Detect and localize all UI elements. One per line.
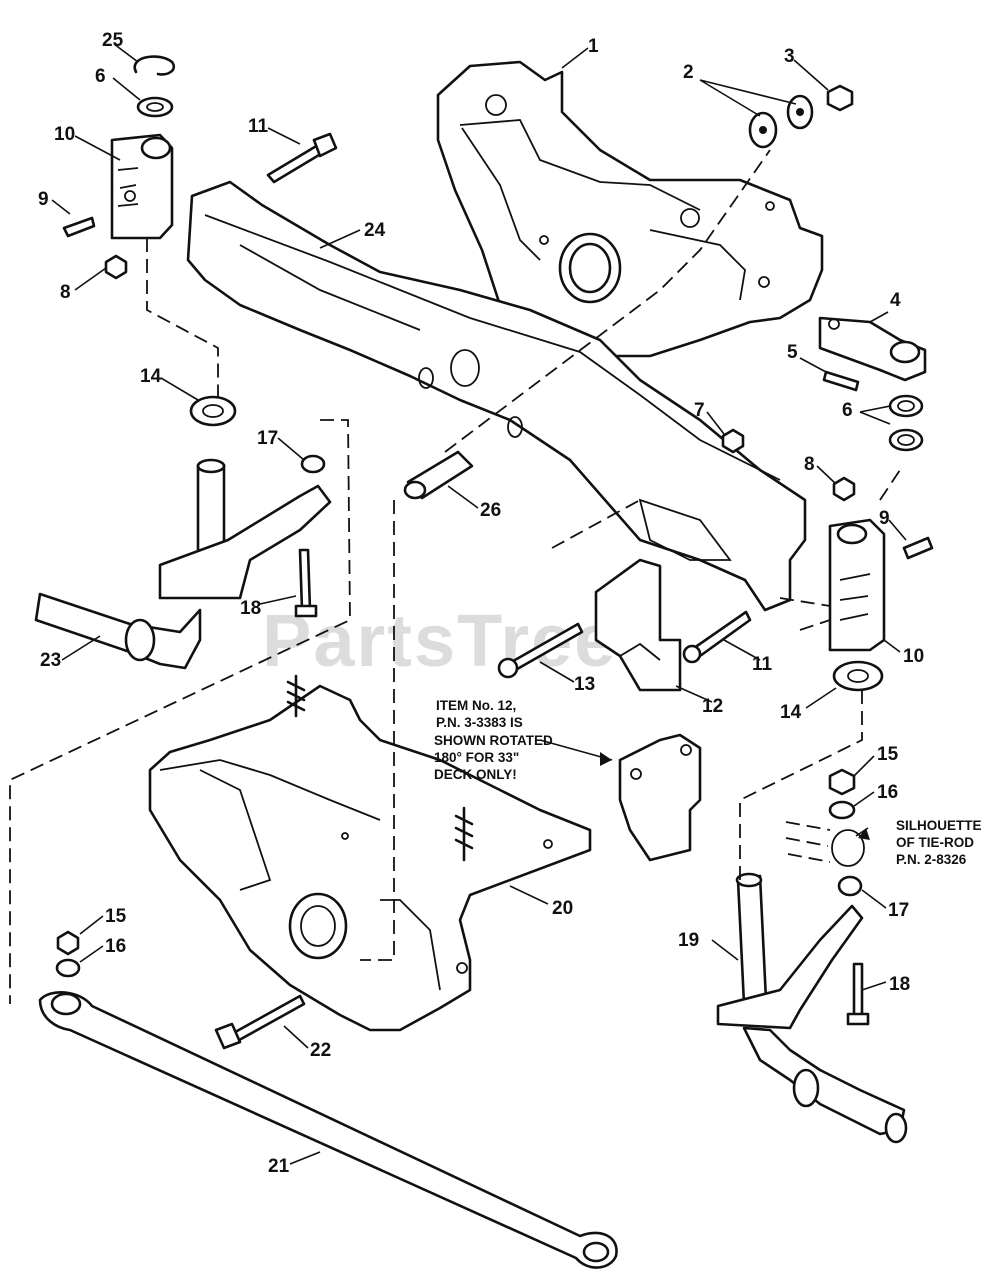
part-15-nut-left [56, 930, 80, 956]
callout-10-left: 10 [54, 124, 75, 145]
callout-14-left: 14 [140, 366, 162, 387]
callout-8-left: 8 [60, 282, 71, 303]
note-item12-line4: 180° FOR 33" [434, 750, 519, 765]
callout-11-right: 11 [752, 654, 773, 675]
part-19-spindle-right [716, 872, 908, 1144]
part-4-steering-arm [818, 316, 927, 382]
part-12-bracket [594, 558, 682, 692]
part-21-tie-rod [38, 990, 618, 1269]
part-12-bracket-rotated [618, 733, 702, 862]
callout-26: 26 [480, 500, 501, 521]
note-tierod-line1: SILHOUETTE [896, 818, 982, 833]
part-22-bolt [214, 994, 306, 1050]
part-6-washers-right [888, 394, 924, 452]
part-8-nut-left [104, 254, 128, 280]
callout-labels: 1 2 3 4 5 6 6 7 8 8 9 9 10 10 11 11 12 1… [38, 30, 924, 1177]
callout-25: 25 [102, 30, 124, 51]
part-16-washer-right [828, 800, 856, 820]
callout-17-right: 17 [888, 900, 909, 921]
part-26-tube [403, 450, 474, 500]
callout-6-right: 6 [842, 400, 853, 421]
part-16-washer-left [55, 958, 81, 978]
note-tierod-line3: P.N. 2-8326 [896, 852, 967, 867]
callout-17-left: 17 [257, 428, 278, 449]
callout-12: 12 [702, 696, 723, 717]
note-tie-rod: SILHOUETTE OF TIE-ROD P.N. 2-8326 [896, 818, 982, 867]
callout-6-left: 6 [95, 66, 106, 87]
callout-9-left: 9 [38, 189, 49, 210]
callout-1: 1 [588, 36, 599, 57]
note-item12-line3: SHOWN ROTATED [434, 733, 553, 748]
tie-rod-silhouette [785, 821, 865, 867]
part-6-washer-left [136, 96, 174, 118]
part-7-nut [721, 428, 745, 454]
note-tierod-line2: OF TIE-ROD [896, 835, 974, 850]
part-25-clip [133, 55, 176, 76]
callout-16-right: 16 [877, 782, 898, 803]
part-15-nut-right [828, 768, 856, 796]
callout-15-right: 15 [877, 744, 899, 765]
note-item12-line1: ITEM No. 12, [436, 698, 516, 713]
callout-22: 22 [310, 1040, 331, 1061]
assembly-lines [9, 149, 901, 1004]
part-10-spindle-block-right [828, 518, 886, 652]
callout-19: 19 [678, 930, 699, 951]
callout-20: 20 [552, 898, 573, 919]
note-item12-line5: DECK ONLY! [434, 767, 517, 782]
part-2-washers [748, 94, 814, 149]
part-13-bolt [497, 622, 584, 679]
callout-18-left: 18 [240, 598, 261, 619]
callout-10-right: 10 [903, 646, 924, 667]
callout-18-right: 18 [889, 974, 910, 995]
part-9-bolt-left [62, 216, 96, 238]
spring-bolts [286, 674, 474, 862]
callout-2: 2 [683, 62, 694, 83]
callout-leaders [51, 43, 907, 1165]
part-11-bolt-right [682, 610, 752, 664]
part-9-bolt-right [902, 536, 934, 560]
callout-5: 5 [787, 342, 798, 363]
callout-7: 7 [694, 400, 705, 421]
callout-24: 24 [364, 220, 386, 241]
callout-13: 13 [574, 674, 595, 695]
part-11-bolt-left [266, 132, 338, 184]
part-5-pin [822, 370, 860, 392]
part-20-lower-bracket [148, 684, 592, 1032]
part-17-spacer-left [300, 454, 326, 474]
part-10-spindle-block-left [110, 133, 174, 240]
callout-15-left: 15 [105, 906, 127, 927]
callout-8-right: 8 [804, 454, 815, 475]
part-14-washer-right [832, 660, 884, 692]
part-18-bolt-left [294, 548, 318, 618]
note-item-12: ITEM No. 12, P.N. 3-3383 IS SHOWN ROTATE… [434, 698, 553, 782]
callout-21: 21 [268, 1156, 290, 1177]
part-3-nut [826, 84, 854, 112]
callout-9-right: 9 [879, 508, 890, 529]
callout-11-left: 11 [248, 116, 269, 137]
callout-14-right: 14 [780, 702, 802, 723]
callout-3: 3 [784, 46, 795, 67]
part-23-spindle-left [34, 458, 332, 670]
part-8-nut-right [832, 476, 856, 502]
callout-4: 4 [890, 290, 901, 311]
part-18-bolt-right [846, 962, 870, 1026]
part-14-washer-left [189, 395, 237, 427]
callout-16-left: 16 [105, 936, 126, 957]
callout-23: 23 [40, 650, 61, 671]
part-17-spacer-right [837, 875, 863, 897]
note-item12-line2: P.N. 3-3383 IS [436, 715, 523, 730]
